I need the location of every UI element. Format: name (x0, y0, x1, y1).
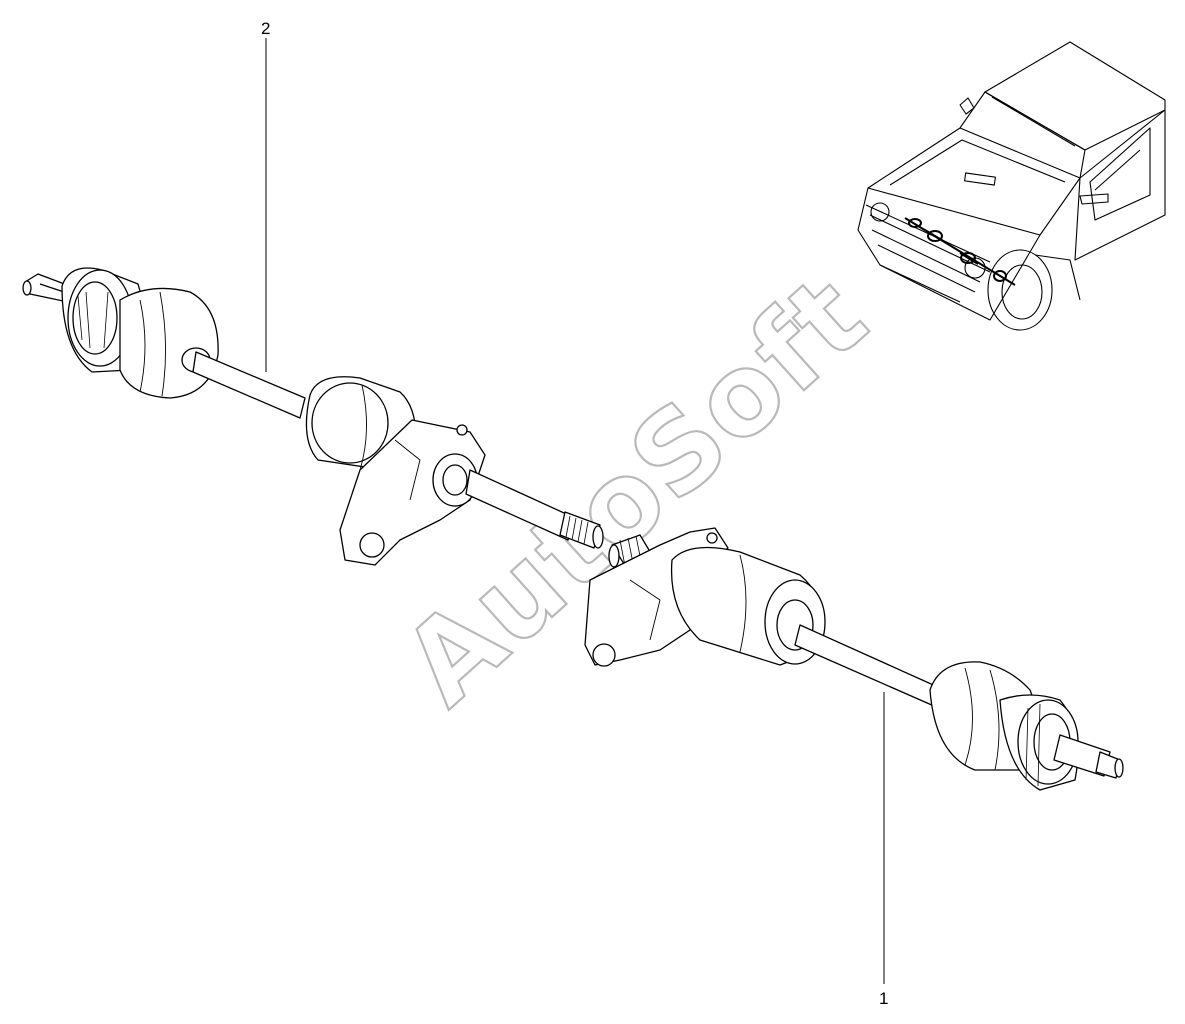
right-drive-shaft-cv-joint (584, 527, 1124, 791)
callout-label-1: 1 (879, 989, 888, 1008)
left-drive-shaft-cv-joint (22, 267, 604, 566)
vehicle-location-inset (857, 41, 1166, 331)
callout-part-1: 1 (879, 692, 888, 1008)
callout-label-2: 2 (261, 19, 270, 38)
callout-part-2: 2 (261, 19, 270, 372)
